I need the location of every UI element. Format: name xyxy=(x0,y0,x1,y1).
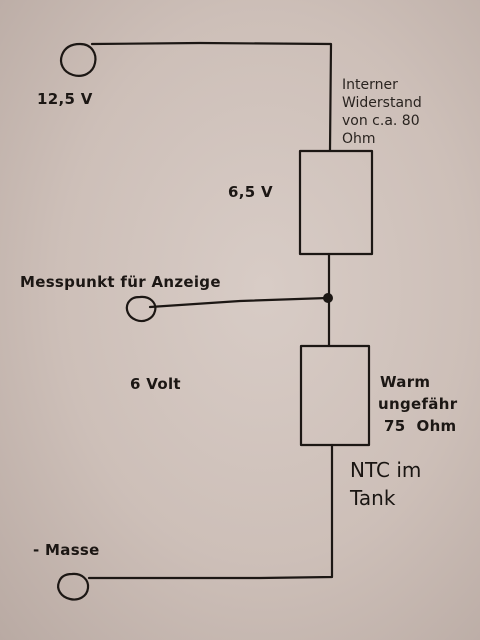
measure-point-label: Messpunkt für Anzeige xyxy=(20,273,221,291)
upper-voltage-label: 6,5 V xyxy=(228,183,273,201)
ntc-value-line3: 75 Ohm xyxy=(384,417,457,435)
supply-terminal xyxy=(59,42,97,77)
lower-voltage-label: 6 Volt xyxy=(130,375,181,393)
supply-wire xyxy=(90,41,333,152)
ntc-resistor-symbol xyxy=(299,344,371,447)
internal-resistor-label: Interner Widerstand von c.a. 80 Ohm xyxy=(342,77,422,147)
measure-wire xyxy=(148,296,329,309)
measure-terminal xyxy=(125,295,157,323)
internal-resistor-symbol xyxy=(298,149,374,256)
ground-label: - Masse xyxy=(33,541,100,559)
ground-terminal xyxy=(57,572,90,601)
ntc-location-label: NTC im Tank xyxy=(350,458,422,510)
supply-voltage-label: 12,5 V xyxy=(37,90,93,108)
ntc-value-line2: ungefähr xyxy=(378,395,458,413)
ntc-value-line1: Warm xyxy=(380,373,431,391)
junction-dot xyxy=(323,293,333,303)
ground-wire xyxy=(87,443,334,580)
